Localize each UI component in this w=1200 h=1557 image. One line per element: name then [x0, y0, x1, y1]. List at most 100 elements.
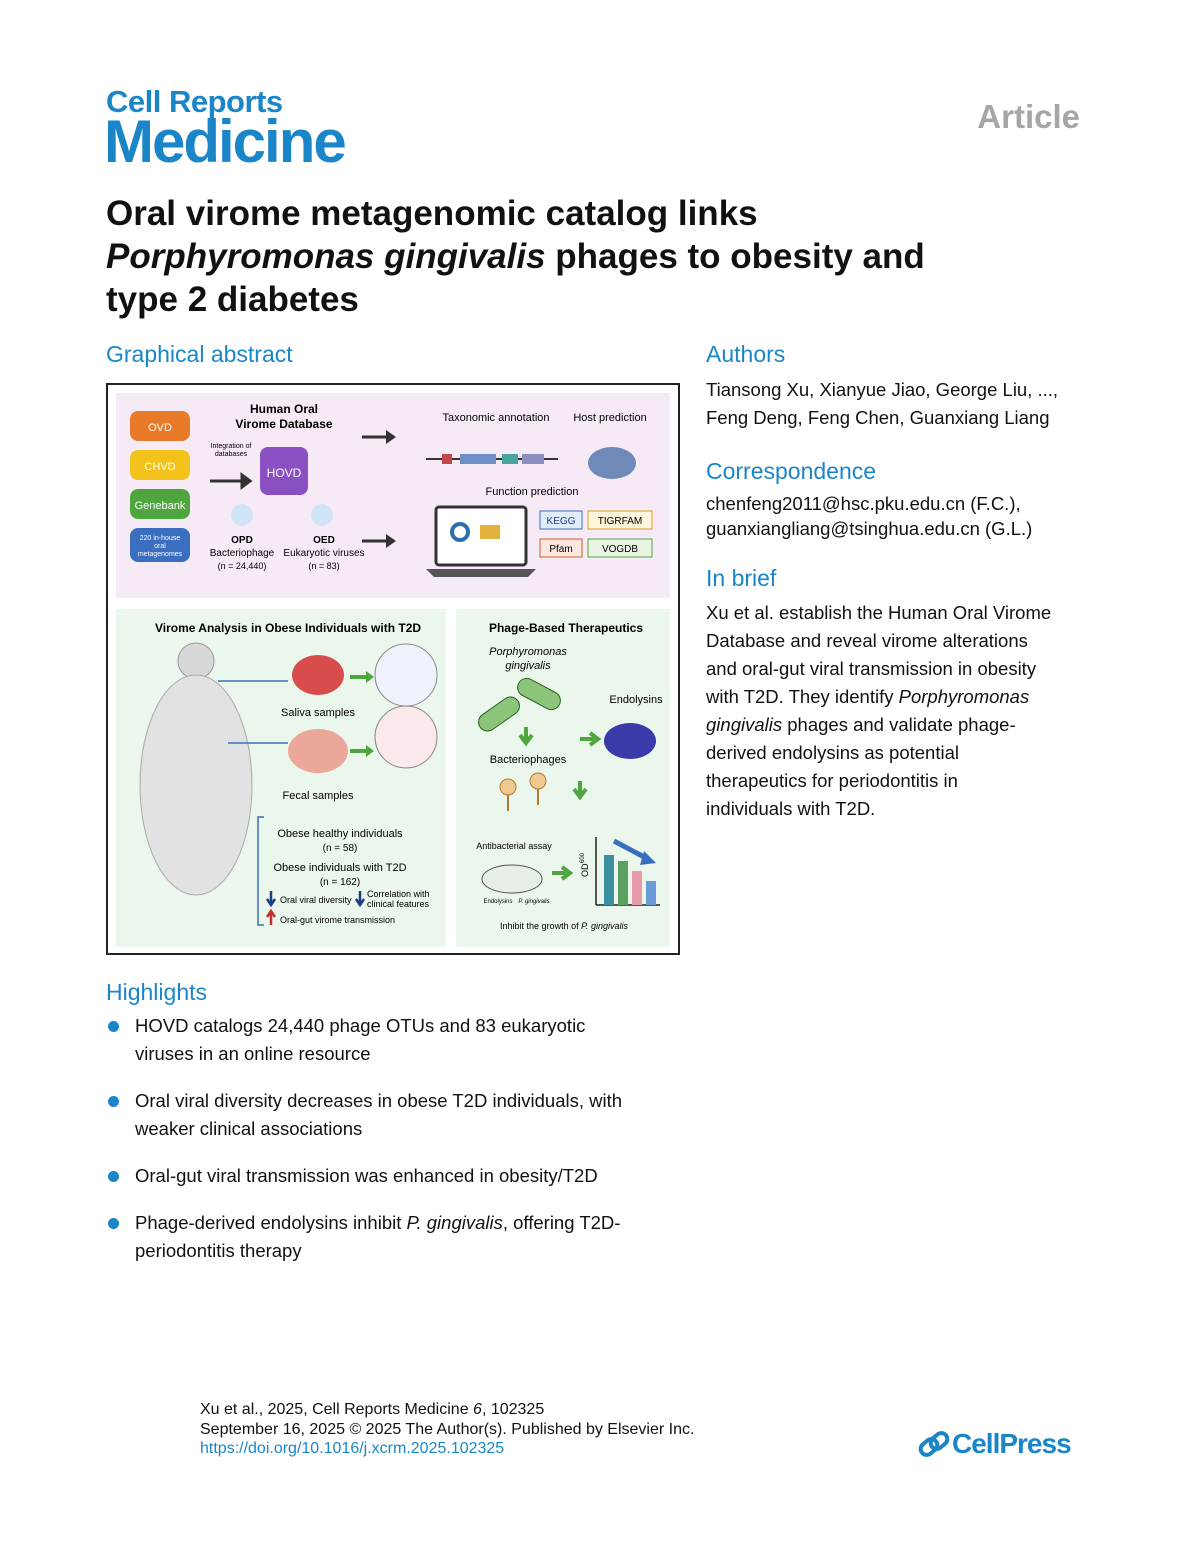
graphical-abstract-svg: OVD CHVD Genebank 220 in-house oral meta…: [116, 393, 670, 947]
saliva-microbiome-icon: [374, 643, 438, 707]
svg-text:OVD: OVD: [148, 422, 172, 434]
doi-link[interactable]: https://doi.org/10.1016/j.xcrm.2025.1023…: [200, 1440, 505, 1457]
authors-heading: Authors: [706, 341, 786, 367]
integration-label-2: databases: [215, 451, 248, 458]
in-brief-heading: In brief: [706, 565, 777, 591]
highlight-item: Phage-derived endolysins inhibit P. ging…: [106, 1209, 696, 1265]
opd-desc: Bacteriophage: [210, 548, 275, 559]
saliva-label: Saliva samples: [281, 707, 355, 719]
in-brief-line: and oral-gut viral transmission in obesi…: [706, 658, 1037, 679]
fecal-label: Fecal samples: [283, 790, 354, 802]
svg-text:metagenomes: metagenomes: [138, 551, 183, 558]
analysis-panel-title: Virome Analysis in Obese Individuals wit…: [155, 621, 421, 635]
oed-n: (n = 83): [308, 561, 339, 571]
od-axis-subscript: 600: [580, 852, 586, 863]
journal-name-top: Cell Reports: [106, 84, 283, 119]
tigrfam-badge: TIGRFAM: [587, 510, 653, 530]
publisher-name: CellPress: [952, 1428, 1072, 1459]
fecal-arrow-head: [366, 745, 374, 757]
gut-microbiome-icon: [374, 705, 438, 769]
svg-text:Genebank: Genebank: [135, 500, 186, 512]
correlation-label-1: Correlation with: [367, 889, 430, 899]
cellpress-link-icon: [918, 1431, 950, 1457]
laptop-icon: [426, 505, 536, 577]
dish-label-pg: P. gingivalis: [518, 899, 549, 905]
opd-n: (n = 24,440): [218, 561, 267, 571]
increase-arrow-icon: [265, 908, 277, 925]
bacterium-rod-icon-2: [478, 696, 520, 732]
graphical-abstract-heading: Graphical abstract: [106, 341, 293, 367]
correspondence-email-2[interactable]: guanxiangliang@tsinghua.edu.cn (G.L.): [706, 518, 1033, 539]
function-prediction-label: Function prediction: [486, 486, 579, 498]
in-brief-line: individuals with T2D.: [706, 798, 876, 819]
correlation-label-2: clinical features: [367, 899, 430, 909]
highlight-item: Oral viral diversity decreases in obese …: [106, 1087, 696, 1143]
svg-text:VOGDB: VOGDB: [602, 544, 638, 555]
taxonomic-annotation-label: Taxonomic annotation: [442, 412, 549, 424]
paper-title: Oral virome metagenomic catalog links Po…: [106, 192, 1086, 321]
highlight-item: HOVD catalogs 24,440 phage OTUs and 83 e…: [106, 1012, 696, 1068]
copyright-line: September 16, 2025 © 2025 The Author(s).…: [200, 1420, 695, 1438]
title-species: Porphyromonas gingivalis: [106, 237, 546, 276]
svg-text:Pfam: Pfam: [549, 544, 572, 555]
t2d-cohort-label: Obese individuals with T2D: [273, 862, 406, 874]
petri-dish-icon: [481, 864, 543, 894]
kegg-badge: KEGG: [539, 510, 583, 530]
ovd-cylinder: OVD: [130, 411, 190, 441]
svg-text:oral: oral: [154, 543, 166, 550]
opd-label: OPD: [231, 535, 253, 546]
db-title-1: Human Oral: [250, 402, 318, 416]
svg-text:HOVD: HOVD: [267, 466, 302, 480]
highlights-list: HOVD catalogs 24,440 phage OTUs and 83 e…: [106, 1012, 696, 1284]
arrow-to-assay: [572, 781, 588, 801]
pfam-badge: Pfam: [539, 538, 583, 558]
in-brief-text: Xu et al. establish the Human Oral Virom…: [706, 599, 1106, 823]
transmission-label: Oral-gut virome transmission: [280, 915, 395, 925]
title-line-1: Oral virome metagenomic catalog links: [106, 194, 758, 233]
arrow-annotation-head: [386, 430, 396, 444]
arrow-to-phages: [518, 727, 534, 747]
db-title-2: Virome Database: [235, 417, 332, 431]
genome-track-icon: [426, 454, 558, 464]
highlights-heading: Highlights: [106, 979, 207, 1005]
oral-diversity-label: Oral viral diversity: [280, 895, 352, 905]
cellpress-logo: CellPress: [918, 1428, 1072, 1460]
integration-label-1: Integration of: [211, 443, 252, 450]
correspondence-emails: chenfeng2011@hsc.pku.edu.cn (F.C.), guan…: [706, 491, 1106, 541]
authors-list: Tiansong Xu, Xianyue Jiao, George Liu, .…: [706, 376, 1106, 432]
in-brief-species-2: gingivalis: [706, 714, 783, 735]
antibacterial-assay-label: Antibacterial assay: [476, 841, 552, 851]
authors-line-2: Feng Deng, Feng Chen, Guanxiang Liang: [706, 407, 1050, 428]
svg-text:CHVD: CHVD: [144, 461, 175, 473]
in-brief-line: Database and reveal virome alterations: [706, 630, 1028, 651]
saliva-arrow-head: [366, 671, 374, 683]
chvd-cylinder: CHVD: [130, 450, 190, 480]
t2d-cohort-n: (n = 162): [320, 877, 360, 888]
graphical-abstract-figure: OVD CHVD Genebank 220 in-house oral meta…: [106, 383, 680, 955]
bacteriophages-label: Bacteriophages: [490, 754, 567, 766]
in-brief-species: Porphyromonas: [898, 686, 1030, 707]
title-line-2: Porphyromonas gingivalis phages to obesi…: [106, 235, 1086, 278]
title-line-3: type 2 diabetes: [106, 280, 359, 319]
title-line-2-rest: phages to obesity and: [545, 237, 925, 276]
svg-text:TIGRFAM: TIGRFAM: [598, 516, 642, 527]
bullet-icon: [108, 1096, 119, 1107]
mouth-icon: [292, 655, 344, 695]
authors-line-1: Tiansong Xu, Xianyue Jiao, George Liu, .…: [706, 379, 1059, 400]
cohort-bracket: [257, 816, 264, 926]
citation-footer: Xu et al., 2025, Cell Reports Medicine 6…: [200, 1400, 694, 1459]
oed-desc: Eukaryotic viruses: [283, 548, 364, 559]
endolysins-label: Endolysins: [609, 694, 663, 706]
phage-particle-icons: [499, 772, 547, 811]
correspondence-email-1[interactable]: chenfeng2011@hsc.pku.edu.cn (F.C.),: [706, 493, 1021, 514]
genebank-cylinder: Genebank: [130, 489, 190, 519]
highlight-item: Oral-gut viral transmission was enhanced…: [106, 1162, 696, 1190]
journal-name-main: Medicine: [104, 108, 347, 175]
bacterium-host-icon: [588, 447, 636, 479]
bullet-icon: [108, 1021, 119, 1032]
oed-label: OED: [313, 535, 335, 546]
dish-label-endolysins: Endolysins: [483, 899, 512, 905]
inhouse-cylinder: 220 in-house oral metagenomes: [130, 528, 190, 562]
inhibit-growth-label: Inhibit the growth of P. gingivalis: [500, 921, 628, 931]
in-brief-line: gingivalis phages and validate phage-: [706, 714, 1016, 735]
